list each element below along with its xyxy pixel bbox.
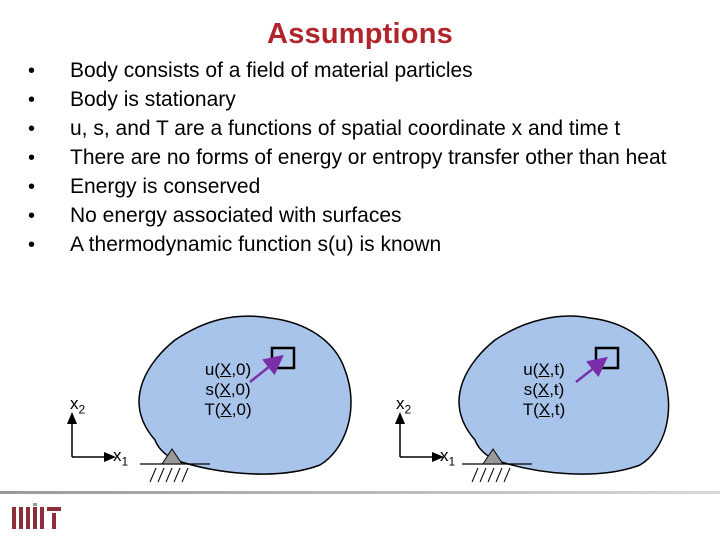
state-label-right: u(X,t) s(X,t) T(X,t) bbox=[512, 360, 576, 420]
position-arrow-right bbox=[575, 356, 608, 383]
bullet-item: • u, s, and T are a functions of spatial … bbox=[28, 117, 668, 141]
bullet-text: Energy is conserved bbox=[70, 175, 261, 198]
ground-hatch-left bbox=[149, 467, 189, 483]
ground-hatch-right bbox=[471, 467, 511, 483]
slide-title: Assumptions bbox=[267, 18, 453, 50]
material-body-left bbox=[138, 315, 352, 475]
bullet-text: Body is stationary bbox=[70, 88, 236, 111]
bullet-dot: • bbox=[28, 234, 36, 256]
bullet-item: • No energy associated with surfaces bbox=[28, 204, 668, 228]
bullet-list: • Body consists of a field of material pa… bbox=[28, 60, 668, 263]
s-label-right: s(X,t) bbox=[523, 380, 565, 399]
state-label-left: u(X,0) s(X,0) T(X,0) bbox=[188, 360, 268, 420]
bullet-text: Body consists of a field of material par… bbox=[70, 59, 473, 82]
x1-label-right: x1 bbox=[440, 446, 456, 469]
body-diagrams: u(X,0) s(X,0) T(X,0) x2 x1 u(X,t) s(X,t)… bbox=[0, 300, 720, 500]
s-label-left: s(X,0) bbox=[205, 380, 251, 399]
x1-label-left: x1 bbox=[113, 446, 129, 469]
x1-arrowhead-left bbox=[104, 452, 116, 462]
support-triangle-right bbox=[482, 448, 504, 465]
t-label-left: T(X,0) bbox=[204, 400, 252, 419]
t-label-right: T(X,t) bbox=[522, 400, 566, 419]
bullet-item: • Body consists of a field of material pa… bbox=[28, 59, 668, 83]
bullet-item: • A thermodynamic function s(u) is known bbox=[28, 233, 668, 257]
bullet-dot: • bbox=[28, 176, 36, 198]
bullet-dot: • bbox=[28, 118, 36, 140]
support-triangle-left bbox=[161, 448, 183, 465]
footer-rule bbox=[0, 491, 720, 494]
material-body-right bbox=[458, 315, 670, 475]
position-arrow-left bbox=[249, 354, 284, 383]
bullet-text: No energy associated with surfaces bbox=[70, 204, 402, 227]
x2-label-right: x2 bbox=[396, 394, 412, 417]
bullet-item: • Body is stationary bbox=[28, 88, 668, 112]
x2-label-left: x2 bbox=[70, 394, 86, 417]
bullet-dot: • bbox=[28, 205, 36, 227]
bullet-item: • There are no forms of energy or entropy… bbox=[28, 146, 668, 170]
u-label-right: u(X,t) bbox=[523, 360, 565, 379]
x1-arrowhead-right bbox=[432, 452, 444, 462]
body-diagrams-svg bbox=[67, 315, 670, 483]
bullet-text: A thermodynamic function s(u) is known bbox=[70, 233, 442, 256]
bullet-dot: • bbox=[28, 89, 36, 111]
bullet-dot: • bbox=[28, 147, 36, 169]
u-label-left: u(X,0) bbox=[204, 360, 252, 379]
mit-logo bbox=[12, 503, 61, 529]
bullet-text: There are no forms of energy or entropy … bbox=[70, 146, 667, 169]
bullet-dot: • bbox=[28, 60, 36, 82]
x2-arrowhead-right bbox=[395, 412, 405, 424]
bullet-item: • Energy is conserved bbox=[28, 175, 668, 199]
x2-arrowhead-left bbox=[67, 412, 77, 424]
bullet-text: u, s, and T are a functions of spatial c… bbox=[70, 117, 621, 140]
